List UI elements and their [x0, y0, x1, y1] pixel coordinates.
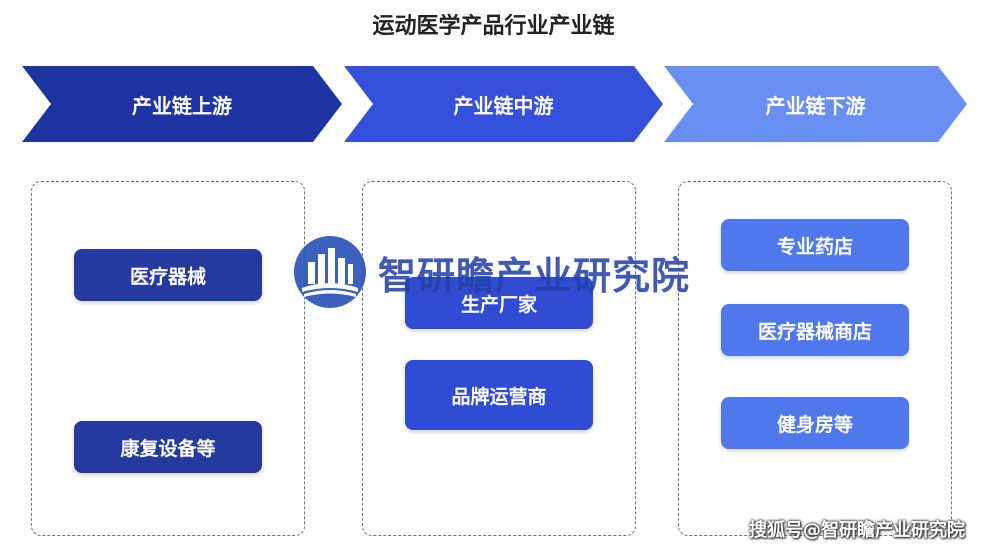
diagram-title: 运动医学产品行业产业链: [372, 14, 615, 39]
upstream-panel: [31, 181, 305, 536]
source-credit: 搜狐号@智研瞻产业研究院: [749, 520, 965, 541]
upstream-item-medical-devices: 医疗器械: [74, 249, 262, 301]
stage-downstream-label: 产业链下游: [765, 94, 866, 118]
stage-upstream-label: 产业链上游: [132, 94, 232, 118]
stage-midstream-chevron: [344, 66, 663, 142]
downstream-item-gyms: 健身房等: [721, 397, 909, 449]
downstream-panel: [678, 181, 952, 536]
stage-downstream-chevron: [664, 66, 967, 142]
upstream-item-rehab-equipment: 康复设备等: [74, 421, 262, 473]
downstream-item-pharmacies: 专业药店: [721, 219, 909, 271]
midstream-panel: [362, 181, 636, 536]
midstream-item-manufacturers: 生产厂家: [405, 277, 593, 329]
stage-midstream-label: 产业链中游: [453, 94, 554, 118]
stage-upstream-chevron: [22, 66, 342, 142]
downstream-item-device-stores: 医疗器械商店: [721, 304, 909, 356]
midstream-item-brand-operators: 品牌运营商: [405, 360, 593, 430]
